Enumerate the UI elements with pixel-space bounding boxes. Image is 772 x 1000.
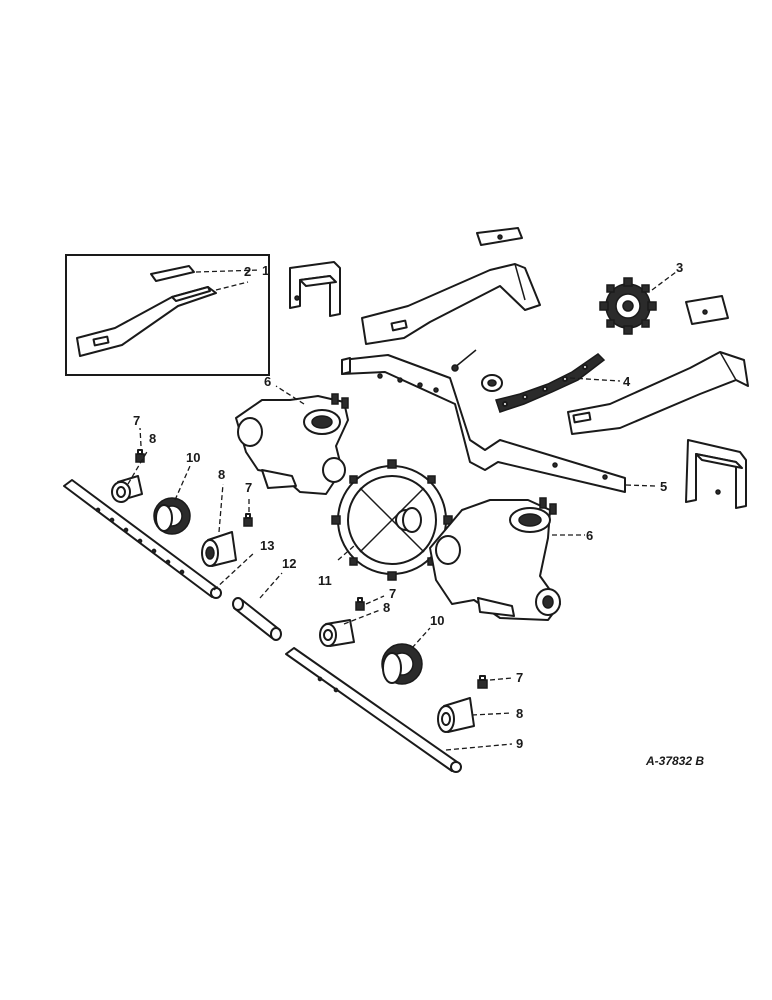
part-1-plate: [150, 265, 195, 282]
callout-10-a: 10: [186, 450, 200, 465]
u-bracket-right: [685, 439, 747, 509]
drawing-number: A-37832 B: [645, 754, 704, 768]
part-8-bushing-a: [111, 475, 143, 503]
u-bracket-top: [289, 261, 341, 317]
part-10-gear-a: [153, 497, 191, 535]
part-3-sprocket: [599, 277, 657, 335]
callout-1: 1: [262, 263, 269, 278]
callout-5: 5: [660, 479, 667, 494]
callout-12: 12: [282, 556, 296, 571]
part-12-sleeve: [232, 597, 282, 641]
lower-right-slat: [567, 351, 749, 435]
part-7-fitting-c: [355, 597, 365, 611]
callout-8-a: 8: [149, 431, 156, 446]
callout-4: 4: [623, 374, 631, 389]
callout-13: 13: [260, 538, 274, 553]
callout-11: 11: [318, 573, 332, 588]
inset-box: [65, 254, 270, 376]
small-plate: [685, 295, 729, 325]
part-11-wheel: [331, 459, 453, 581]
upper-slat: [361, 227, 541, 345]
callout-2: 2: [244, 264, 251, 279]
callout-6-upper: 6: [264, 374, 271, 389]
leader-lines: [127, 269, 677, 751]
callout-8-c: 8: [383, 600, 390, 615]
callout-7-c: 7: [389, 586, 396, 601]
part-10-gear-b: [381, 643, 423, 685]
part-13-shaft: [63, 479, 222, 599]
part-8-bushing-c: [319, 619, 355, 647]
part-8-bushing-b: [201, 531, 237, 567]
part-7-fitting-a: [135, 449, 145, 463]
callout-7-d: 7: [516, 670, 523, 685]
callout-8-b: 8: [218, 467, 225, 482]
callout-labels: 1 2 3 4 5 6 6 7 7 7 7 8 8 8 8 9 10 10 11…: [133, 260, 704, 768]
callout-8-d: 8: [516, 706, 523, 721]
callout-10-b: 10: [430, 613, 444, 628]
callout-7-b: 7: [245, 480, 252, 495]
part-9-shaft: [285, 647, 462, 773]
part-5-bar: [341, 354, 626, 493]
part-6-housing-lower: [429, 497, 561, 621]
part-7-fitting-d: [477, 675, 488, 689]
part-4-chain: [451, 349, 606, 413]
part-2-arm: [76, 286, 217, 357]
part-7-fitting-b: [243, 513, 253, 527]
callout-7-a: 7: [133, 413, 140, 428]
callout-3: 3: [676, 260, 683, 275]
callout-9: 9: [516, 736, 523, 751]
callout-6-lower: 6: [586, 528, 593, 543]
part-6-housing-upper: [235, 393, 349, 495]
part-8-bushing-d: [437, 697, 475, 733]
